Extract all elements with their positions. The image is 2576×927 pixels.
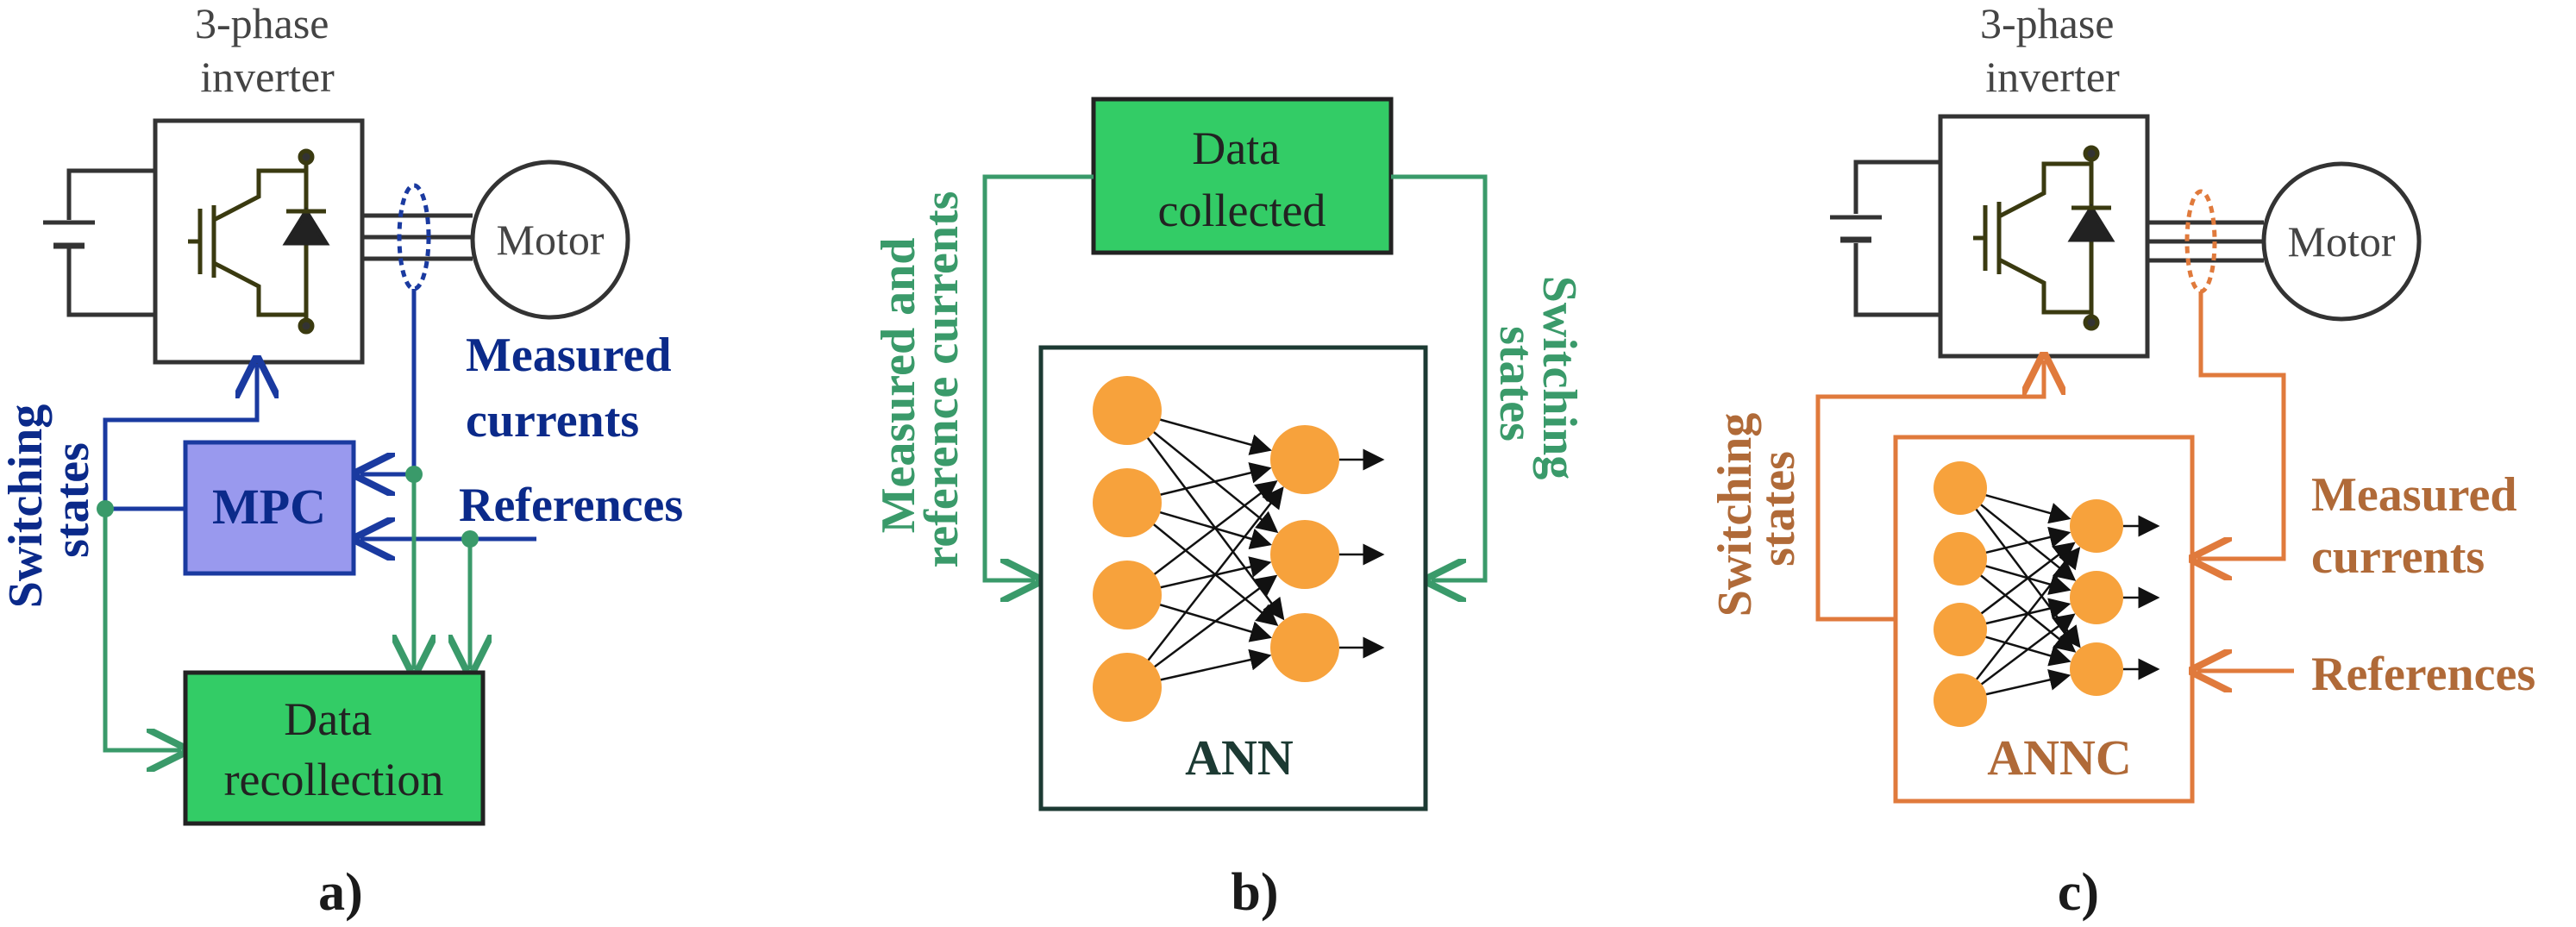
data-recollection-box: [183, 670, 486, 826]
measured-label-c-line1: Measured: [2311, 468, 2517, 522]
input-neuron: [1093, 653, 1162, 722]
measured-label-c-line2: currents: [2311, 530, 2485, 584]
motor-label-c: Motor: [2288, 217, 2396, 266]
inverter-title-a-line1: 3-phase: [195, 0, 329, 47]
input-neuron: [1093, 376, 1162, 445]
green-wires-a: [103, 474, 470, 750]
inverter-box-a: [153, 118, 365, 365]
panel-c: 3-phase inverter: [1708, 0, 2535, 922]
input-neuron: [1093, 468, 1162, 537]
panel-a: 3-phase inverter: [0, 0, 684, 922]
connection-arrow: [1959, 547, 2081, 701]
measured-label-c: Measured currents: [2311, 468, 2529, 584]
battery-a: [43, 168, 155, 317]
connection-arrow: [1126, 486, 1284, 688]
mpc-box: [183, 440, 356, 576]
output-neuron: [1270, 425, 1339, 494]
annc-label: ANNC: [1987, 730, 2132, 786]
references-label-c: References: [2311, 648, 2535, 701]
motor-label-a: Motor: [497, 216, 605, 264]
measured-label-a-line2: currents: [466, 394, 639, 448]
caption-c: c): [2058, 863, 2099, 922]
switching-label-b-line2: states: [1489, 326, 1543, 442]
igbt-icon-c: [1973, 145, 2115, 331]
switching-label-a-line1: Switching: [0, 404, 53, 609]
mpc-label: MPC: [212, 479, 326, 535]
orange-wires-c: [1815, 291, 2294, 671]
input-neuron: [1934, 461, 1987, 515]
measured-reference-line1: Measured and: [872, 238, 925, 534]
green-wires-b: [982, 174, 1488, 580]
output-neuron: [1270, 520, 1339, 589]
measured-reference-line2: reference currents: [915, 191, 968, 568]
switching-label-a-line2: states: [46, 442, 99, 558]
switching-label-b-line1: Switching: [1532, 276, 1586, 480]
igbt-icon-a: [188, 148, 330, 335]
input-neuron: [1934, 603, 1987, 656]
references-label-a: References: [459, 479, 683, 532]
measured-label-a: Measured currents: [466, 329, 684, 448]
output-neuron: [1270, 613, 1339, 682]
data-collected-box: [1091, 97, 1394, 255]
input-neuron: [1093, 561, 1162, 629]
output-neuron: [2070, 499, 2123, 553]
inverter-title-c-line2: inverter: [1985, 53, 2120, 101]
inverter-title-a: 3-phase inverter: [195, 0, 340, 101]
output-neuron: [2070, 571, 2123, 624]
switching-label-c-line1: Switching: [1708, 413, 1762, 617]
ann-label: ANN: [1185, 730, 1294, 786]
data-collected-line1: Data: [1192, 122, 1280, 174]
data-recollection-label: Data recollection: [224, 693, 444, 805]
motor-icon-c: [2261, 161, 2422, 322]
data-recollection-line1: Data: [284, 693, 372, 745]
inverter-title-a-line2: inverter: [200, 53, 335, 101]
output-neuron: [2070, 642, 2123, 696]
battery-c: [1830, 160, 1940, 317]
neural-network-c: [1934, 461, 2160, 727]
input-neuron: [1934, 673, 1987, 727]
neural-network-b: [1093, 376, 1385, 722]
caption-a: a): [318, 863, 363, 922]
data-collected-label: Data collected: [1158, 122, 1326, 236]
switching-label-c: Switching states: [1708, 401, 1805, 617]
measured-reference-label-b: Measured and reference currents: [872, 191, 968, 568]
inverter-title-c: 3-phase inverter: [1980, 0, 2125, 101]
inverter-title-c-line1: 3-phase: [1980, 0, 2115, 47]
current-sensor-icon-a: [397, 183, 431, 291]
caption-b: b): [1231, 863, 1278, 922]
data-collected-line2: collected: [1158, 185, 1326, 236]
data-recollection-line2: recollection: [224, 754, 444, 805]
switching-label-b: Switching states: [1489, 276, 1586, 492]
phase-lines-c: [2147, 220, 2264, 263]
junction-dots-a: [97, 466, 479, 548]
switching-label-c-line2: states: [1752, 451, 1805, 567]
input-neuron: [1934, 532, 1987, 586]
phase-lines-a: [362, 213, 473, 261]
inverter-box-c: [1938, 114, 2150, 359]
panel-b: Data collected Measured and reference cu…: [872, 97, 1586, 922]
measured-label-a-line1: Measured: [466, 329, 672, 382]
switching-label-a: Switching states: [0, 392, 99, 609]
motor-icon-a: [470, 160, 630, 320]
